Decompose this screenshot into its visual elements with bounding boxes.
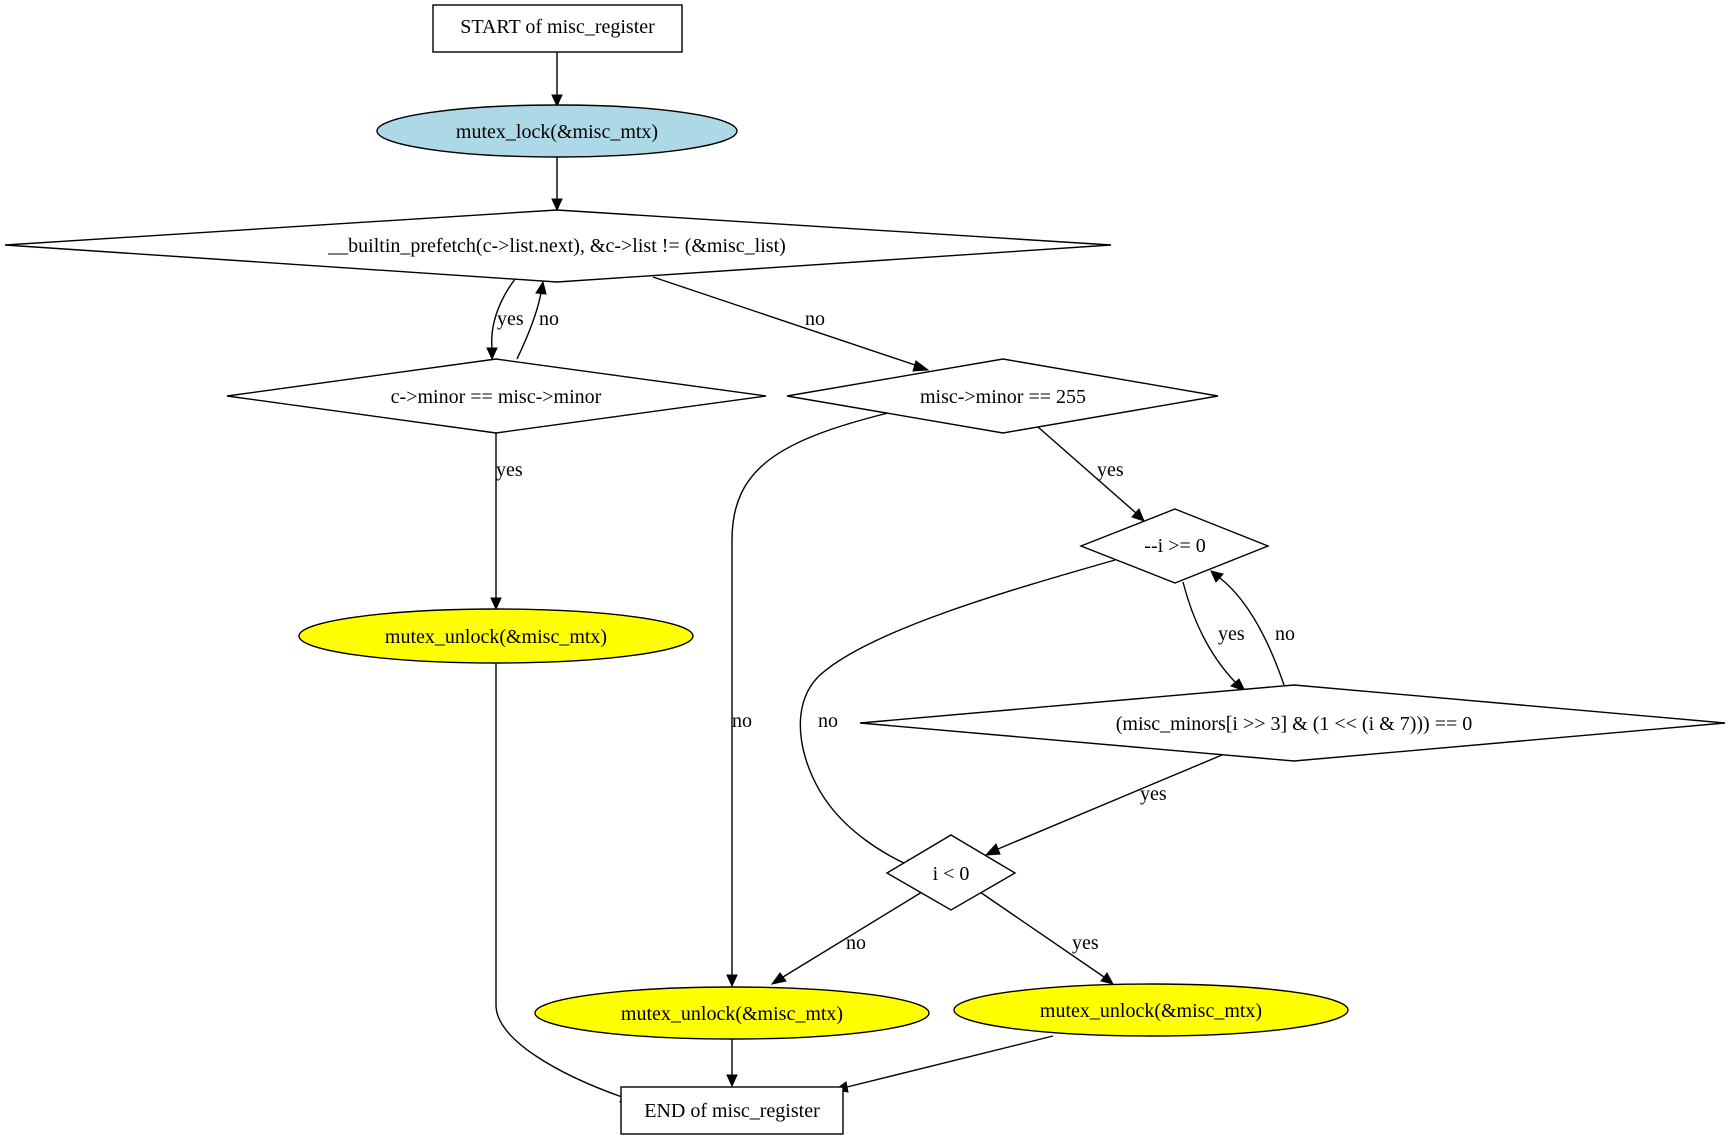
node-minor-255[interactable]: misc->minor == 255	[786, 358, 1219, 434]
i-lt-0-diamond	[885, 834, 1017, 911]
edge-unlock-3-to-end	[833, 1035, 1054, 1093]
dec-i-diamond	[1079, 508, 1270, 584]
edge-minor-255-to-unlock-2: no	[726, 412, 889, 988]
nodes: START of misc_register mutex_lock(&misc_…	[4, 4, 1726, 1135]
edge-start-to-lock	[551, 52, 563, 108]
edge-minor-255-to-dec-i: yes	[1037, 426, 1145, 522]
node-mutex-unlock-3[interactable]: mutex_unlock(&misc_mtx)	[953, 983, 1349, 1037]
edges: yes no no yes yes no	[486, 52, 1295, 1103]
node-minors-check[interactable]: (misc_minors[i >> 3] & (1 << (i & 7))) =…	[859, 684, 1726, 762]
edge-loop-condition-to-minor-eq: yes	[486, 278, 524, 361]
loop-condition-diamond	[4, 209, 1112, 283]
node-dec-i[interactable]: --i >= 0	[1079, 508, 1270, 584]
end-box	[620, 1086, 844, 1135]
edge-minors-check-to-i-lt-0: yes	[984, 754, 1223, 856]
node-start[interactable]: START of misc_register	[432, 4, 683, 53]
edge-i-lt-0-to-unlock-2: no	[770, 891, 923, 985]
unlock-ellipse	[298, 608, 694, 664]
edge-label-yes: yes	[497, 308, 524, 330]
node-label: mutex_unlock(&misc_mtx)	[385, 626, 607, 648]
node-label: __builtin_prefetch(c->list.next), &c->li…	[327, 235, 786, 257]
edge-label-yes: yes	[1072, 932, 1099, 954]
minor-255-diamond	[786, 358, 1219, 434]
edge-minor-eq-to-unlock-1: yes	[490, 433, 523, 611]
edge-minor-eq-to-loop-condition: no	[516, 280, 559, 360]
node-i-lt-0[interactable]: i < 0	[885, 834, 1017, 911]
edge-label-no: no	[818, 710, 838, 732]
edge-lock-to-loop-condition	[551, 157, 563, 212]
node-label: misc->minor == 255	[920, 386, 1086, 408]
edge-label-yes: yes	[496, 459, 523, 481]
node-loop-condition[interactable]: __builtin_prefetch(c->list.next), &c->li…	[4, 209, 1112, 283]
start-box	[432, 4, 683, 53]
edge-label-yes: yes	[1218, 623, 1245, 645]
node-label: mutex_unlock(&misc_mtx)	[1040, 1000, 1262, 1022]
node-mutex-lock[interactable]: mutex_lock(&misc_mtx)	[376, 104, 738, 158]
edge-unlock-2-to-end	[726, 1039, 738, 1088]
edge-label-no: no	[805, 308, 825, 330]
minor-eq-diamond	[226, 358, 767, 434]
node-label: (misc_minors[i >> 3] & (1 << (i & 7))) =…	[1116, 713, 1473, 735]
node-label: i < 0	[933, 863, 970, 885]
edge-label-yes: yes	[1097, 459, 1124, 481]
edge-dec-i-to-minors-check: yes	[1182, 581, 1247, 692]
node-label: START of misc_register	[460, 16, 655, 38]
edge-unlock-1-to-end	[495, 663, 636, 1103]
edge-label-no: no	[846, 932, 866, 954]
node-label: --i >= 0	[1144, 535, 1205, 557]
edge-i-lt-0-to-unlock-3: yes	[979, 891, 1114, 985]
node-label: mutex_lock(&misc_mtx)	[456, 121, 658, 143]
node-mutex-unlock-2[interactable]: mutex_unlock(&misc_mtx)	[534, 986, 930, 1040]
node-end[interactable]: END of misc_register	[620, 1086, 844, 1135]
edge-loop-condition-to-minor-255: no	[652, 276, 930, 372]
node-label: END of misc_register	[644, 1100, 820, 1122]
node-minor-eq[interactable]: c->minor == misc->minor	[226, 358, 767, 434]
edge-label-no: no	[732, 710, 752, 732]
lock-ellipse	[376, 104, 738, 158]
edge-label-no: no	[539, 308, 559, 330]
edge-label-no: no	[1275, 623, 1295, 645]
node-label: c->minor == misc->minor	[391, 386, 602, 408]
edge-minors-check-to-dec-i: no	[1210, 570, 1295, 686]
unlock-ellipse	[534, 986, 930, 1040]
minors-check-diamond	[859, 684, 1726, 762]
unlock-ellipse	[953, 983, 1349, 1037]
node-mutex-unlock-1[interactable]: mutex_unlock(&misc_mtx)	[298, 608, 694, 664]
edge-label-yes: yes	[1140, 783, 1167, 805]
node-label: mutex_unlock(&misc_mtx)	[621, 1003, 843, 1025]
